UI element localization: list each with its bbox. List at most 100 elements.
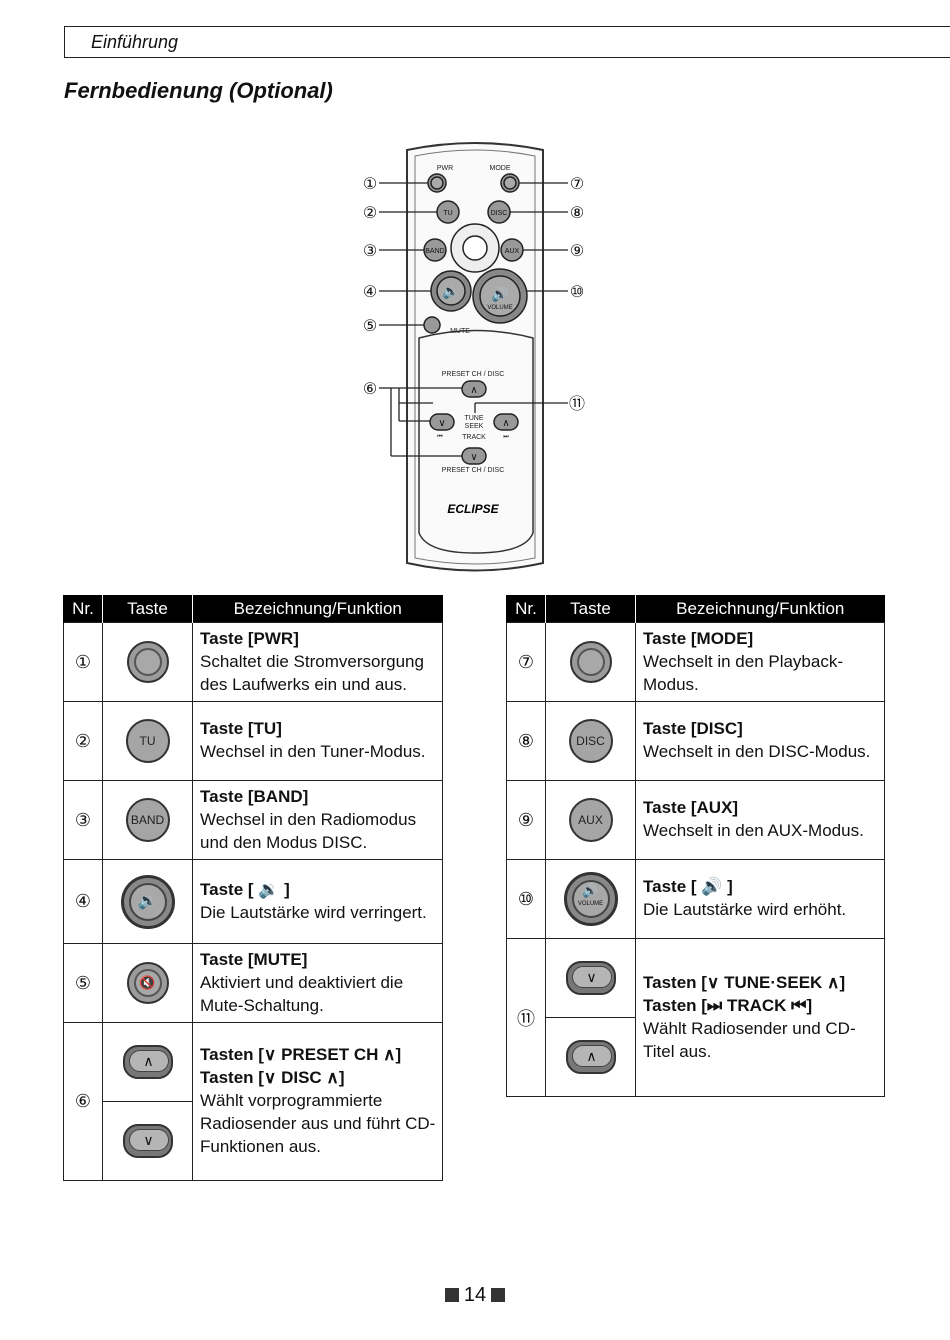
- callout-8: ⑧: [570, 205, 584, 222]
- svg-text:⏭: ⏭: [503, 434, 509, 440]
- header-function: Bezeichnung/Funktion: [192, 595, 443, 623]
- mute-button-icon: 🔇: [126, 962, 169, 1004]
- square-icon: [444, 1288, 459, 1302]
- header-nr: Nr.: [506, 595, 546, 623]
- key-description: Wechselt in den AUX-Modus.: [643, 821, 864, 840]
- key-name-2: Tasten [⏭ TRACK ⏮]: [643, 995, 813, 1015]
- header-nr: Nr.: [63, 595, 103, 623]
- section-label: Einführung: [91, 32, 179, 52]
- table-row: ⑥ ∧ Tasten [∨ PRESET CH ∧] Tasten [∨ DISC…: [63, 1022, 443, 1181]
- key-description: Die Lautstärke wird verringert.: [200, 902, 427, 922]
- tune-label: TUNE: [464, 415, 483, 422]
- key-name: Taste [TU]: [200, 719, 282, 738]
- key-name: Taste [AUX]: [643, 798, 739, 817]
- page-title: Fernbedienung (Optional): [64, 78, 333, 103]
- table-row: ∧: [507, 1017, 885, 1097]
- volume-label: VOLUME: [487, 305, 512, 311]
- row-number: ①: [63, 622, 103, 702]
- key-description: Die Lautstärke wird erhöht.: [643, 900, 847, 919]
- callout-11: ⑪: [569, 395, 585, 413]
- mode-button-icon: [569, 641, 612, 683]
- key-description: Wechselt in den Playback-Modus.: [643, 651, 844, 694]
- page-footer: 14: [0, 1284, 950, 1307]
- table-row: ⑪ ∨ Tasten [∨ TUNE·SEEK ∧]Tasten [⏭ TRAC…: [506, 938, 885, 1097]
- tu-button-icon: TU: [125, 719, 170, 763]
- callout-1: ①: [363, 176, 377, 193]
- key-description: Wechsel in den Radiomodus und den Modus …: [200, 809, 417, 852]
- svg-text:∨: ∨: [438, 418, 445, 429]
- callout-9: ⑨: [570, 243, 584, 260]
- key-name: Taste [ 🔉 ]: [200, 879, 290, 899]
- key-description: Schaltet die Stromversorgung des Laufwer…: [200, 651, 424, 694]
- page-number: 14: [463, 1284, 487, 1306]
- svg-text:∧: ∧: [502, 418, 509, 429]
- key-name: Tasten [∨ PRESET CH ∧]: [200, 1045, 402, 1064]
- key-name-2: Tasten [∨ DISC ∧]: [200, 1068, 345, 1087]
- callout-7: ⑦: [570, 176, 584, 193]
- table-header: Nr. Taste Bezeichnung/Funktion: [506, 595, 885, 623]
- header-function: Bezeichnung/Funktion: [635, 595, 885, 623]
- band-button-icon: BAND: [125, 798, 170, 842]
- pwr-button-icon: [126, 641, 169, 683]
- callout-2: ②: [363, 205, 377, 222]
- svg-text:🔊: 🔊: [491, 285, 508, 303]
- key-description: Aktiviert und deaktiviert die Mute-Schal…: [200, 972, 404, 1015]
- callout-10: ⑩: [570, 284, 584, 301]
- table-row: ⑨ AUX Taste [AUX] Wechselt in den AUX-Mod…: [506, 780, 885, 860]
- section-header: Einführung: [64, 26, 950, 58]
- row-number: ⑪: [506, 938, 546, 1097]
- mode-label: MODE: [490, 165, 511, 172]
- table-row: ② TU Taste [TU] Wechsel in den Tuner-Modu…: [63, 701, 443, 781]
- svg-text:⏮: ⏮: [437, 434, 443, 440]
- svg-text:∧: ∧: [470, 385, 477, 396]
- keys-table-right: Nr. Taste Bezeichnung/Funktion ⑦ Taste […: [506, 595, 885, 1097]
- row-number: ⑩: [506, 859, 546, 939]
- table-row: ⑤ 🔇 Taste [MUTE] Aktiviert und deaktivier…: [63, 943, 443, 1023]
- table-row: ③ BAND Taste [BAND]Wechsel in den Radiom…: [63, 780, 443, 860]
- callout-4: ④: [363, 284, 377, 301]
- aux-label: AUX: [505, 248, 520, 255]
- volume-up-button-icon: 🔊VOLUME: [563, 872, 618, 926]
- callout-5: ⑤: [363, 318, 377, 335]
- preset-bottom-label: PRESET CH / DISC: [442, 467, 505, 474]
- key-name: Taste [PWR]: [200, 628, 299, 648]
- key-name: Taste [MUTE]: [200, 949, 308, 969]
- table-row: ④ 🔉 Taste [ 🔉 ] Die Lautstärke wird verri…: [63, 859, 443, 944]
- key-name: Taste [ 🔊 ]: [643, 877, 733, 896]
- table-row: ① Taste [PWR] Schaltet die Stromversorgun…: [63, 622, 443, 702]
- brand-logo: ECLIPSE: [447, 502, 499, 516]
- pwr-label: PWR: [437, 165, 453, 172]
- row-number: ④: [63, 859, 103, 944]
- keys-table-left: Nr. Taste Bezeichnung/Funktion ① Taste […: [63, 595, 443, 1181]
- row-number: ⑤: [63, 943, 103, 1023]
- key-description: Wechselt in den DISC-Modus.: [643, 742, 871, 761]
- table-row: ⑧ DISC Taste [DISC]Wechselt in den DISC-…: [506, 701, 885, 781]
- header-key: Taste: [545, 595, 636, 623]
- row-number: ⑨: [506, 780, 546, 860]
- tune-up-button-icon: ∧: [565, 1040, 616, 1074]
- disc-button-icon: DISC: [568, 719, 613, 763]
- volume-down-button-icon: 🔉: [120, 874, 175, 929]
- preset-down-button-icon: ∨: [122, 1124, 173, 1158]
- track-label: TRACK: [462, 434, 486, 441]
- key-name: Taste [BAND]: [200, 786, 309, 806]
- svg-text:🔉: 🔉: [442, 283, 459, 300]
- band-label: BAND: [425, 248, 444, 255]
- key-name: Tasten [∨ TUNE·SEEK ∧]: [643, 972, 846, 992]
- callout-6: ⑥: [363, 381, 377, 398]
- preset-top-label: PRESET CH / DISC: [442, 371, 505, 378]
- seek-label: SEEK: [465, 423, 484, 430]
- row-number: ⑥: [63, 1022, 103, 1181]
- aux-button-icon: AUX: [568, 798, 613, 842]
- tu-label: TU: [443, 210, 452, 217]
- callout-3: ③: [363, 243, 377, 260]
- preset-up-button-icon: ∧: [122, 1045, 173, 1079]
- key-description: Wählt vorprogrammierte Radiosender aus u…: [200, 1091, 436, 1156]
- table-header: Nr. Taste Bezeichnung/Funktion: [63, 595, 443, 623]
- key-name: Taste [DISC]: [643, 719, 743, 738]
- key-description: Wechsel in den Tuner-Modus.: [200, 742, 426, 761]
- square-icon: [491, 1288, 506, 1302]
- svg-text:∨: ∨: [470, 452, 477, 463]
- row-number: ②: [63, 701, 103, 781]
- disc-label: DISC: [491, 210, 508, 217]
